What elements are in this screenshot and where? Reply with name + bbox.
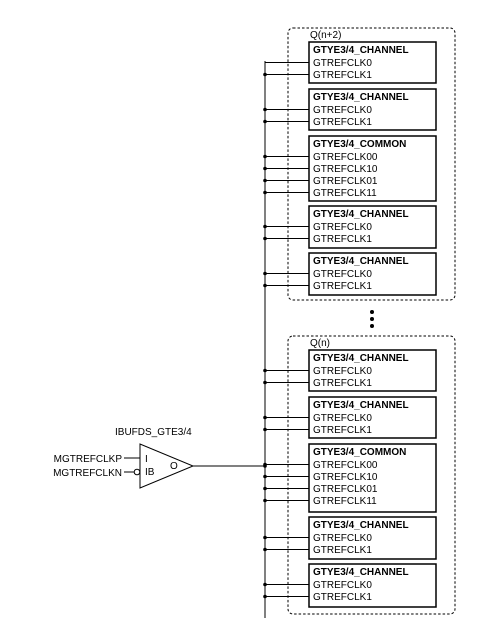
buffer-pin-i: I bbox=[145, 454, 148, 465]
junction-dot bbox=[263, 547, 267, 552]
port-label: GTREFCLK0 bbox=[313, 269, 372, 280]
port-label: GTREFCLK1 bbox=[313, 70, 372, 81]
junction-dot bbox=[263, 271, 267, 276]
port-label: GTREFCLK00 bbox=[313, 460, 378, 471]
port-label: GTREFCLK1 bbox=[313, 545, 372, 556]
port-label: GTREFCLK01 bbox=[313, 484, 378, 495]
common-block bbox=[308, 443, 437, 513]
junction-dot bbox=[263, 178, 267, 183]
quad-upper-blocks: GTYE3/4_CHANNELGTREFCLK0GTREFCLK1GTYE3/4… bbox=[308, 41, 437, 296]
quad-group-upper bbox=[287, 27, 456, 301]
junction-dot bbox=[263, 380, 267, 385]
port-label: GTREFCLK0 bbox=[313, 580, 372, 591]
port-label: GTREFCLK0 bbox=[313, 58, 372, 69]
port-label: GTREFCLK00 bbox=[313, 152, 378, 163]
port-label: GTREFCLK1 bbox=[313, 592, 372, 603]
channel-block bbox=[308, 88, 437, 131]
junction-dot bbox=[263, 166, 267, 171]
block-title: GTYE3/4_CHANNEL bbox=[313, 256, 409, 267]
port-label: GTREFCLK10 bbox=[313, 164, 378, 175]
continuation-dot bbox=[370, 317, 374, 321]
block-title: GTYE3/4_CHANNEL bbox=[313, 567, 409, 578]
port-label: GTREFCLK1 bbox=[313, 234, 372, 245]
junction-dot bbox=[263, 283, 267, 288]
junction-dot bbox=[263, 594, 267, 599]
quad-group-lower bbox=[287, 335, 456, 615]
block-title: GTYE3/4_CHANNEL bbox=[313, 353, 409, 364]
junction-dot bbox=[263, 190, 267, 195]
block-title: GTYE3/4_CHANNEL bbox=[313, 92, 409, 103]
buffer-name-label: IBUFDS_GTE3/4 bbox=[115, 427, 192, 438]
channel-block bbox=[308, 396, 437, 439]
inversion-bubble bbox=[133, 468, 141, 476]
block-title: GTYE3/4_CHANNEL bbox=[313, 209, 409, 220]
buffer-pin-ib: IB bbox=[145, 467, 155, 478]
junction-dot bbox=[263, 582, 267, 587]
quad-label-lower: Q(n) bbox=[310, 338, 330, 349]
channel-block bbox=[308, 252, 437, 296]
continuation-dot bbox=[370, 324, 374, 328]
port-label: GTREFCLK11 bbox=[313, 496, 377, 507]
junction-dot bbox=[263, 415, 267, 420]
junction-dot bbox=[263, 474, 267, 479]
port-label: GTREFCLK0 bbox=[313, 222, 372, 233]
buffer-pin-o: O bbox=[170, 461, 178, 472]
port-label: GTREFCLK10 bbox=[313, 472, 378, 483]
channel-block bbox=[308, 563, 437, 608]
quad-label-upper: Q(n+2) bbox=[310, 30, 341, 41]
junction-dot bbox=[263, 107, 267, 112]
block-title: GTYE3/4_CHANNEL bbox=[313, 400, 409, 411]
junction-dot bbox=[263, 368, 267, 373]
channel-block bbox=[308, 516, 437, 560]
junction-dot bbox=[263, 224, 267, 229]
channel-block bbox=[308, 205, 437, 249]
continuation-dot bbox=[370, 310, 374, 314]
input-p-label: MGTREFCLKP bbox=[54, 454, 123, 465]
port-label: GTREFCLK01 bbox=[313, 176, 378, 187]
junction-dot bbox=[263, 486, 267, 491]
port-label: GTREFCLK1 bbox=[313, 378, 372, 389]
port-label: GTREFCLK1 bbox=[313, 117, 372, 128]
input-n-label: MGTREFCLKN bbox=[53, 468, 122, 479]
port-label: GTREFCLK0 bbox=[313, 533, 372, 544]
channel-block bbox=[308, 41, 437, 84]
block-title: GTYE3/4_CHANNEL bbox=[313, 520, 409, 531]
junction-dot bbox=[263, 72, 267, 77]
quad-lower-blocks: GTYE3/4_CHANNELGTREFCLK0GTREFCLK1GTYE3/4… bbox=[308, 349, 437, 608]
junction-dot bbox=[263, 427, 267, 432]
block-title: GTYE3/4_COMMON bbox=[313, 139, 406, 150]
block-title: GTYE3/4_COMMON bbox=[313, 447, 406, 458]
junction-dot bbox=[263, 119, 267, 124]
output-junction-dot bbox=[263, 464, 267, 468]
junction-dot bbox=[263, 154, 267, 159]
block-title: GTYE3/4_CHANNEL bbox=[313, 45, 409, 56]
clock-branches bbox=[263, 62, 309, 599]
channel-block bbox=[308, 349, 437, 392]
port-label: GTREFCLK11 bbox=[313, 188, 377, 199]
junction-dot bbox=[263, 498, 267, 503]
port-label: GTREFCLK0 bbox=[313, 366, 372, 377]
junction-dot bbox=[263, 236, 267, 241]
buffer-triangle bbox=[139, 443, 195, 489]
port-label: GTREFCLK0 bbox=[313, 413, 372, 424]
junction-dot bbox=[263, 535, 267, 540]
port-label: GTREFCLK1 bbox=[313, 425, 372, 436]
port-label: GTREFCLK0 bbox=[313, 105, 372, 116]
port-label: GTREFCLK1 bbox=[313, 281, 372, 292]
